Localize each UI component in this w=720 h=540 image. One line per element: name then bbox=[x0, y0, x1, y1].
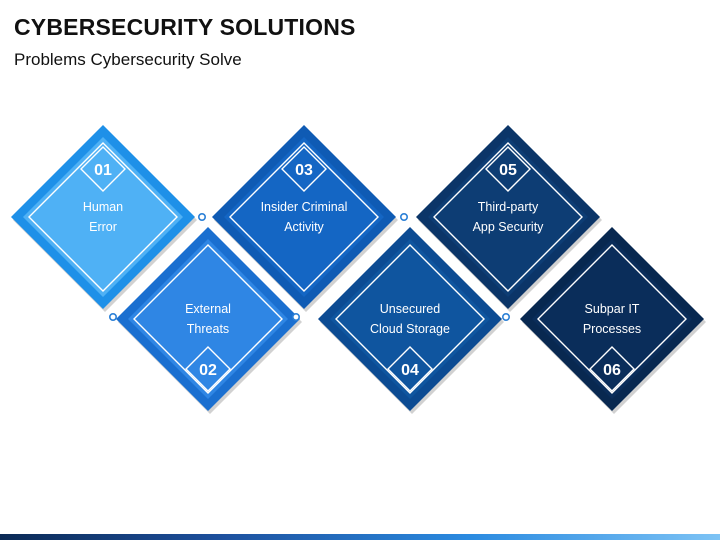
step-label-line1: Insider Criminal bbox=[261, 200, 348, 214]
number-badge bbox=[281, 146, 327, 192]
diamond-inner bbox=[532, 239, 692, 399]
number-badge bbox=[589, 346, 635, 392]
connector-dot bbox=[399, 213, 408, 222]
step-number: 02 bbox=[199, 362, 217, 379]
diamond-step-06: 06 Subpar IT Processes bbox=[520, 227, 706, 414]
number-badge bbox=[80, 146, 126, 192]
connector-dot bbox=[501, 312, 510, 321]
diamond-outline bbox=[133, 244, 283, 394]
page-title: CYBERSECURITY SOLUTIONS bbox=[14, 14, 356, 40]
step-number: 03 bbox=[295, 162, 313, 179]
connector-dot bbox=[291, 312, 300, 321]
step-label-line2: Error bbox=[89, 220, 117, 234]
step-label-line1: External bbox=[185, 302, 231, 316]
step-label-line2: Processes bbox=[583, 322, 641, 336]
diamond-outline bbox=[537, 244, 687, 394]
diamond-outline bbox=[229, 142, 379, 292]
step-number: 05 bbox=[499, 162, 517, 179]
connector-dot bbox=[198, 213, 207, 222]
connector-dot bbox=[109, 312, 118, 321]
diamond-inner bbox=[224, 137, 384, 297]
step-label-line1: Unsecured bbox=[380, 302, 440, 316]
diamond-inner bbox=[23, 137, 183, 297]
diamond-inner bbox=[128, 239, 288, 399]
bottom-accent-bar bbox=[0, 534, 720, 540]
number-badge bbox=[485, 146, 531, 192]
number-badge bbox=[387, 346, 433, 392]
step-number: 06 bbox=[603, 362, 621, 379]
step-number: 04 bbox=[401, 362, 419, 379]
page-subtitle: Problems Cybersecurity Solve bbox=[14, 50, 242, 69]
step-label-line1: Third-party bbox=[478, 200, 539, 214]
step-label-line2: Cloud Storage bbox=[370, 322, 450, 336]
step-label-line2: Threats bbox=[187, 322, 229, 336]
step-label-line2: App Security bbox=[473, 220, 545, 234]
diamond-inner bbox=[330, 239, 490, 399]
number-badge bbox=[185, 346, 231, 392]
step-label-line1: Human bbox=[83, 200, 123, 214]
step-label-line2: Activity bbox=[284, 220, 324, 234]
step-label-line1: Subpar IT bbox=[585, 302, 640, 316]
diamond-outline bbox=[335, 244, 485, 394]
step-number: 01 bbox=[94, 162, 112, 179]
diamond-outline bbox=[433, 142, 583, 292]
diamond-inner bbox=[428, 137, 588, 297]
diamond-outline bbox=[28, 142, 178, 292]
